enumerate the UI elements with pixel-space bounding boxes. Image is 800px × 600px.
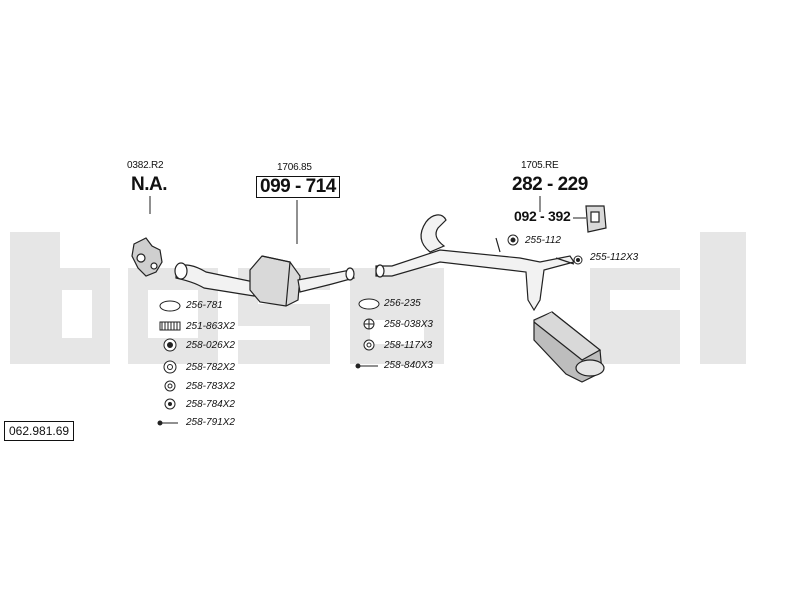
fitting-label: 258-038X3 bbox=[384, 319, 433, 330]
bolt-icon bbox=[157, 420, 178, 426]
hanger-bracket-part bbox=[585, 205, 607, 233]
catalyst-part-label: 099 - 714 bbox=[256, 176, 340, 198]
manifold-ref-label: 0382.R2 bbox=[127, 160, 164, 171]
nut-icon bbox=[167, 342, 173, 348]
spring-icon bbox=[159, 321, 181, 331]
clamp-icon bbox=[363, 318, 375, 330]
gasket-icon bbox=[159, 300, 181, 312]
manifold-part-label: N.A. bbox=[131, 174, 168, 195]
manifold-part bbox=[131, 237, 163, 277]
fitting-label: 258-783X2 bbox=[186, 381, 235, 392]
fitting-label: 255-112X3 bbox=[590, 252, 639, 263]
rear-part-label: 282 - 229 bbox=[512, 174, 588, 195]
rubber-mount-icon bbox=[576, 258, 580, 262]
fitting-label: 258-791X2 bbox=[186, 417, 235, 428]
fitting-label: 251-863X2 bbox=[186, 321, 235, 332]
washer-icon bbox=[167, 364, 173, 370]
bolt-icon bbox=[355, 363, 378, 369]
fitting-label: 258-784X2 bbox=[186, 399, 235, 410]
fitting-label: 258-117X3 bbox=[384, 340, 433, 351]
rear-silencer-part bbox=[375, 214, 605, 383]
fitting-label: 258-782X2 bbox=[186, 362, 235, 373]
fitting-label: 255-112 bbox=[525, 235, 561, 246]
hanger-part-label: 092 - 392 bbox=[514, 208, 571, 224]
clip-icon bbox=[168, 402, 172, 406]
rubber-mount-icon bbox=[510, 237, 516, 243]
fitting-label: 256-781 bbox=[186, 300, 223, 311]
washer-icon bbox=[366, 342, 372, 348]
rear-ref-label: 1705.RE bbox=[521, 160, 559, 171]
catalyst-ref-label: 1706.85 bbox=[277, 162, 312, 173]
catalyst-part bbox=[174, 255, 355, 307]
assembly-code: 062.981.69 bbox=[4, 421, 75, 441]
fitting-label: 256-235 bbox=[384, 298, 421, 309]
ring-icon bbox=[167, 383, 173, 389]
fitting-label: 258-840X3 bbox=[384, 360, 433, 371]
gasket-icon bbox=[358, 298, 380, 310]
fitting-label: 258-026X2 bbox=[186, 340, 235, 351]
